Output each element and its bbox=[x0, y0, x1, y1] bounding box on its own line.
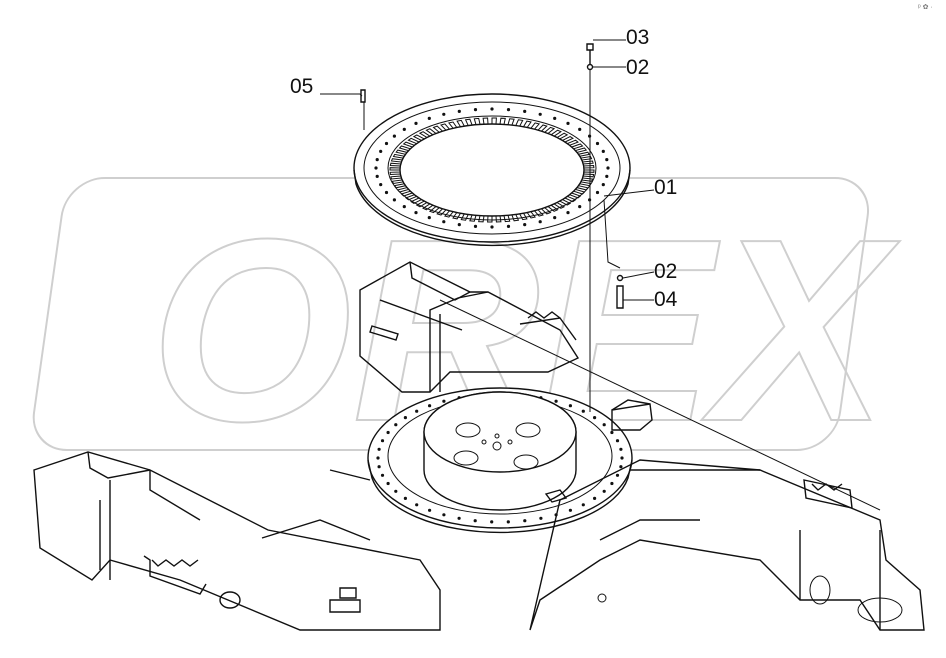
bolt-hole bbox=[473, 519, 477, 523]
nut-04 bbox=[616, 274, 624, 309]
bolt-hole bbox=[377, 447, 381, 451]
bolt-hole bbox=[428, 508, 432, 512]
bolt-hole bbox=[374, 166, 378, 170]
bolt-hole bbox=[602, 423, 606, 427]
bolt-hole bbox=[386, 481, 390, 486]
bolt-hole bbox=[593, 496, 597, 500]
bolt-hole bbox=[375, 158, 379, 162]
bolt-hole bbox=[392, 198, 396, 202]
bolt-hole bbox=[414, 211, 418, 215]
bolt-hole bbox=[375, 174, 379, 178]
bolt-hole bbox=[620, 456, 624, 460]
bolt-hole bbox=[578, 205, 582, 209]
bolt-hole bbox=[619, 465, 623, 469]
bolt-hole bbox=[490, 520, 494, 524]
bolt-hole bbox=[615, 473, 620, 477]
bolt-hole bbox=[403, 416, 407, 420]
bolt-hole bbox=[566, 211, 570, 215]
bolt-hole bbox=[402, 127, 406, 131]
undercarriage-frame bbox=[33, 261, 925, 631]
bolt-hole bbox=[415, 503, 419, 507]
bolt-hole bbox=[490, 225, 494, 229]
bolt-hole bbox=[538, 112, 542, 116]
bolt-hole bbox=[379, 183, 383, 187]
bolt-03 bbox=[586, 43, 594, 71]
bolt-hole bbox=[377, 465, 381, 469]
bolt-hole bbox=[427, 116, 431, 120]
bolt-hole bbox=[379, 149, 383, 153]
ring-bolt-holes bbox=[374, 107, 610, 229]
bolt-hole bbox=[610, 481, 614, 486]
bolt-hole bbox=[610, 430, 614, 435]
bolt-hole bbox=[428, 404, 432, 408]
bolt-hole bbox=[601, 149, 605, 153]
bolt-hole bbox=[386, 430, 390, 435]
bolt-hole bbox=[442, 220, 446, 224]
bolt-hole bbox=[380, 439, 385, 443]
bolt-hole bbox=[384, 141, 389, 146]
bolt-hole bbox=[442, 513, 446, 517]
bolt-hole bbox=[473, 108, 478, 112]
bolt-hole bbox=[554, 399, 558, 403]
bolt-hole bbox=[427, 216, 431, 220]
bolt-hole bbox=[402, 205, 406, 209]
bolt-hole bbox=[415, 409, 419, 413]
bolt-hole bbox=[595, 141, 600, 146]
bolt-hole bbox=[581, 409, 585, 413]
corner-mark: ᵖ ✿ · bbox=[918, 4, 933, 11]
bolt-hole bbox=[601, 183, 605, 187]
bolt-hole bbox=[605, 174, 609, 178]
bearing-seat bbox=[367, 387, 633, 534]
bolt-hole bbox=[553, 116, 557, 120]
bolt-hole bbox=[490, 107, 494, 111]
bolt-hole bbox=[606, 166, 610, 170]
bolt-hole bbox=[615, 439, 620, 443]
bolt-hole bbox=[595, 190, 600, 195]
bolt-hole bbox=[523, 223, 527, 227]
bolt-hole bbox=[605, 158, 609, 162]
bolt-hole bbox=[568, 508, 573, 512]
bolt-hole bbox=[392, 134, 396, 138]
bolt-hole bbox=[566, 121, 570, 125]
bolt-hole bbox=[568, 404, 573, 408]
bolt-hole bbox=[473, 224, 478, 228]
leader-lines bbox=[320, 39, 881, 511]
bolt-hole bbox=[394, 489, 398, 493]
bolt-hole bbox=[506, 108, 511, 112]
bolt-hole bbox=[602, 489, 606, 493]
bolt-hole bbox=[457, 223, 461, 227]
bolt-hole bbox=[523, 109, 527, 113]
callout-02-bottom: 02 bbox=[654, 260, 677, 283]
bolt-hole bbox=[578, 127, 582, 131]
callout-04: 04 bbox=[654, 288, 678, 311]
bolt-hole bbox=[414, 121, 418, 125]
bolt-hole bbox=[442, 399, 446, 403]
bolt-hole bbox=[506, 224, 511, 228]
bolt-hole bbox=[403, 496, 407, 500]
bolt-hole bbox=[384, 190, 389, 195]
bolt-hole bbox=[553, 216, 557, 220]
bolt-hole bbox=[581, 503, 585, 507]
bolt-hole bbox=[619, 447, 623, 451]
bolt-hole bbox=[457, 516, 461, 520]
bolt-hole bbox=[538, 220, 542, 224]
callout-03: 03 bbox=[626, 26, 649, 49]
bolt-hole bbox=[593, 416, 597, 420]
callout-02-top: 02 bbox=[626, 56, 649, 79]
callout-labels: 05 03 02 01 02 04 bbox=[290, 26, 678, 311]
bolt-hole bbox=[506, 520, 510, 524]
bolt-hole bbox=[376, 456, 380, 460]
bolt-hole bbox=[523, 519, 527, 523]
bolt-hole bbox=[457, 109, 461, 113]
callout-01: 01 bbox=[654, 176, 677, 199]
bolt-hole bbox=[380, 473, 385, 477]
bolt-hole bbox=[394, 423, 398, 427]
bolt-hole bbox=[539, 516, 543, 520]
slewing-ring bbox=[353, 93, 631, 247]
callout-05: 05 bbox=[290, 75, 313, 98]
pin-05 bbox=[360, 89, 366, 103]
bolt-hole bbox=[442, 112, 446, 116]
